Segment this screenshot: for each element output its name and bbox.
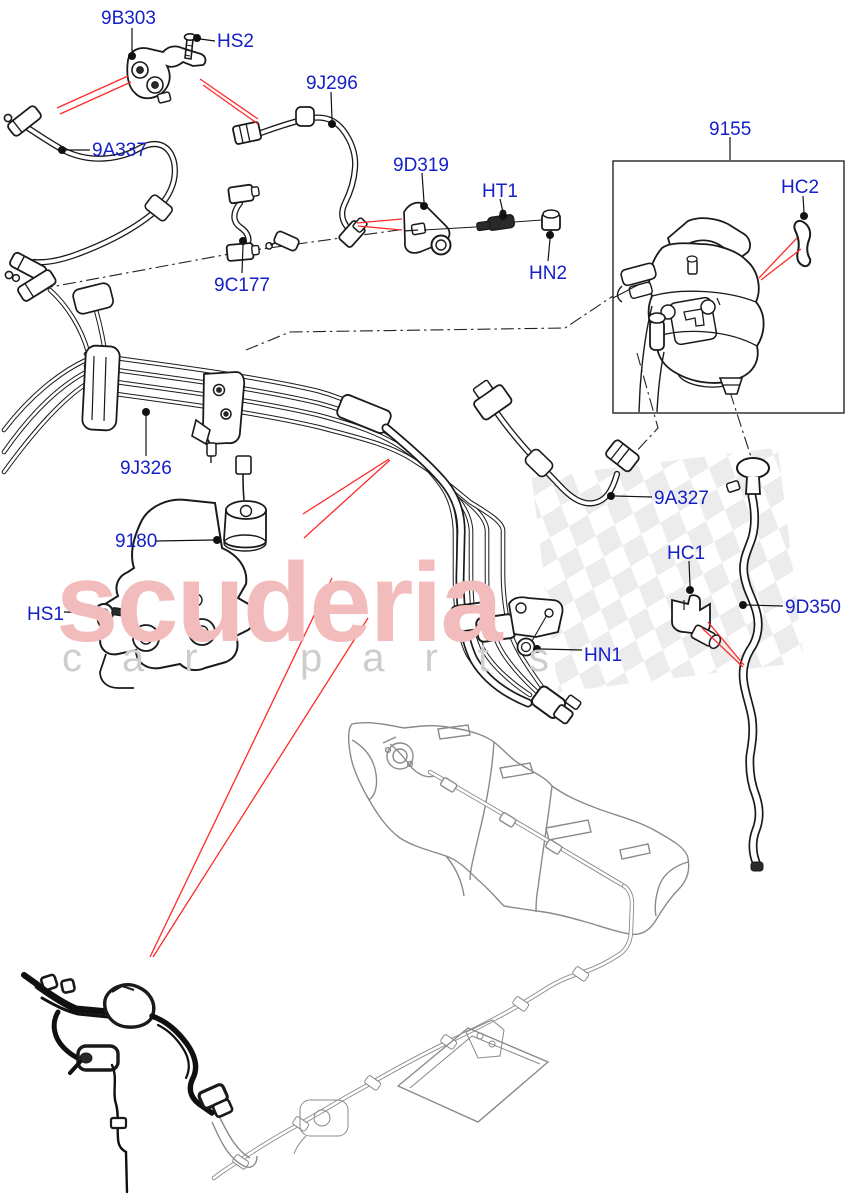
clip-hc2-drawing [793,219,812,268]
front-fuel-lines-context-drawing [21,972,234,1194]
elbow-mate-fitting [265,230,300,252]
canister-module [293,1099,349,1155]
part-label-9j326[interactable]: 9J326 [120,458,172,479]
part-label-hs1[interactable]: HS1 [27,604,64,625]
fuel-pump-flange [382,736,435,778]
watermark-tagline-word1: car [62,636,238,680]
hose-9a337-drawing [3,105,174,282]
funnel-fitting [725,457,770,495]
hn1-bracket [508,596,564,642]
part-label-9a337[interactable]: 9A337 [92,140,147,161]
part-label-ht1[interactable]: HT1 [482,181,518,202]
tube-9j296-drawing [232,106,368,248]
part-label-hn1[interactable]: HN1 [584,645,623,666]
part-label-9d350[interactable]: 9D350 [785,597,841,618]
fuel-filter-9155-drawing [612,217,765,413]
under-tank-pipe-run [211,886,632,1178]
filter-assembly-box [612,160,845,414]
red-pointer-lines [56,75,802,958]
part-label-9c177[interactable]: 9C177 [214,275,270,296]
part-label-hc2[interactable]: HC2 [781,177,820,198]
part-label-9180[interactable]: 9180 [115,531,158,552]
bracket-9b303-drawing [126,45,207,104]
part-label-9b303[interactable]: 9B303 [101,8,156,29]
part-label-9j296[interactable]: 9J296 [306,73,358,94]
fuel-tank-context-drawing [347,721,690,936]
label-leader-lines [58,28,808,653]
nut-hn2-drawing [541,209,561,236]
valve-bracket [191,371,246,463]
watermark-brand: scuderia [56,540,503,665]
top-feed-fitting [17,269,57,302]
sensor-ht1-drawing [476,209,543,232]
watermark-tagline-word2: parts [300,636,589,680]
elbow-9c177-drawing [225,183,300,262]
hose-sleeve [524,448,554,478]
union-sleeve [336,394,392,434]
left-bracket [81,344,121,432]
bolt-hs2-drawing [183,32,197,60]
skid-plate [396,1019,550,1123]
bundle-end-connector [530,685,582,725]
pump-sensor [223,455,267,552]
part-label-9155[interactable]: 9155 [709,119,752,140]
part-label-hc1[interactable]: HC1 [667,543,706,564]
hose-9a327-drawing [472,379,640,504]
part-label-hn2[interactable]: HN2 [529,263,568,284]
bracket-9d319-drawing [403,201,493,256]
checkered-flag-watermark [531,447,805,693]
part-label-9a327[interactable]: 9A327 [654,488,709,509]
tube-9d350-drawing [725,457,770,872]
line-clip [72,282,114,315]
part-label-9d319[interactable]: 9D319 [393,155,449,176]
fuel-line-bundle-9j326-drawing [4,269,582,725]
part-label-hs2[interactable]: HS2 [217,31,254,52]
